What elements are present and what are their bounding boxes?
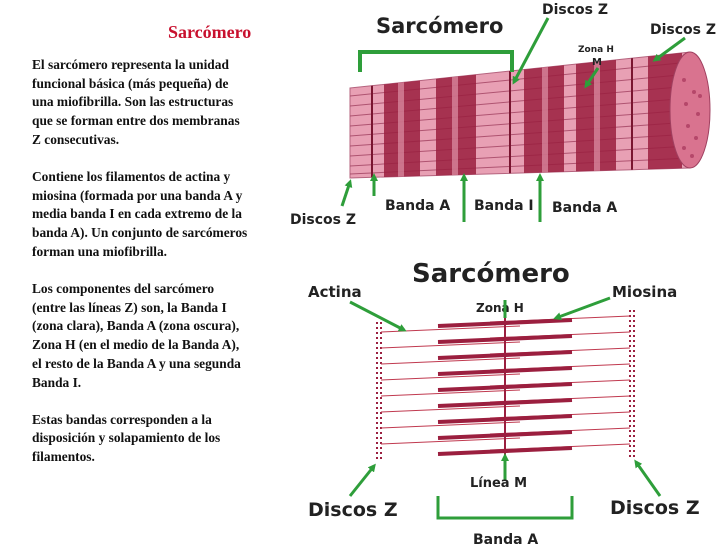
bottom-sarcomere-title: Sarcómero bbox=[412, 259, 570, 289]
myofibril-end bbox=[669, 51, 711, 169]
paragraph-bands: Estas bandas corresponden a la disposici… bbox=[32, 411, 221, 465]
zona-h-label: Zona H bbox=[578, 45, 614, 55]
top-arrows bbox=[340, 17, 686, 207]
bottom-arrows bbox=[348, 296, 662, 520]
z-disc-right bbox=[629, 310, 635, 458]
actina-label: Actina bbox=[308, 283, 362, 301]
text-panel: El sarcómero representa la unidad funcio… bbox=[32, 56, 250, 485]
paragraph-components: Los componentes del sarcómero (entre las… bbox=[32, 281, 241, 390]
banda-a-label-1: Banda A bbox=[385, 198, 450, 214]
zona-h-bottom-label: Zona H bbox=[476, 301, 524, 315]
top-discos-z-label: Discos Z bbox=[542, 2, 608, 18]
filament-diagram: Sarcómero Actina Miosina Zona H bbox=[308, 259, 700, 546]
bottom-right-discos-z-label: Discos Z bbox=[610, 497, 700, 519]
banda-a-bottom-label: Banda A bbox=[473, 532, 538, 546]
miosina-label: Miosina bbox=[612, 283, 677, 301]
slide-title: Sarcómero bbox=[168, 22, 252, 42]
z-disc-left bbox=[376, 322, 382, 462]
banda-i-label: Banda I bbox=[474, 198, 534, 214]
right-discos-z-label: Discos Z bbox=[650, 22, 716, 38]
myofibril-diagram: Sarcómero Discos Z Discos Z Zona H M Dis… bbox=[290, 2, 716, 228]
top-sarcomere-label: Sarcómero bbox=[376, 14, 503, 38]
sarcomere-bracket bbox=[358, 50, 514, 72]
m-line-label: M bbox=[592, 57, 602, 68]
banda-a-label-2: Banda A bbox=[552, 200, 617, 216]
left-discos-z-label: Discos Z bbox=[290, 212, 356, 228]
bottom-left-discos-z-label: Discos Z bbox=[308, 499, 398, 521]
band-dividers bbox=[462, 196, 542, 222]
paragraph-filaments: Contiene los filamentos de actina y mios… bbox=[32, 169, 248, 259]
paragraph-definition: El sarcómero representa la unidad funcio… bbox=[32, 57, 240, 147]
myofibril-striations bbox=[350, 52, 690, 178]
linea-m-label: Línea M bbox=[470, 476, 527, 491]
